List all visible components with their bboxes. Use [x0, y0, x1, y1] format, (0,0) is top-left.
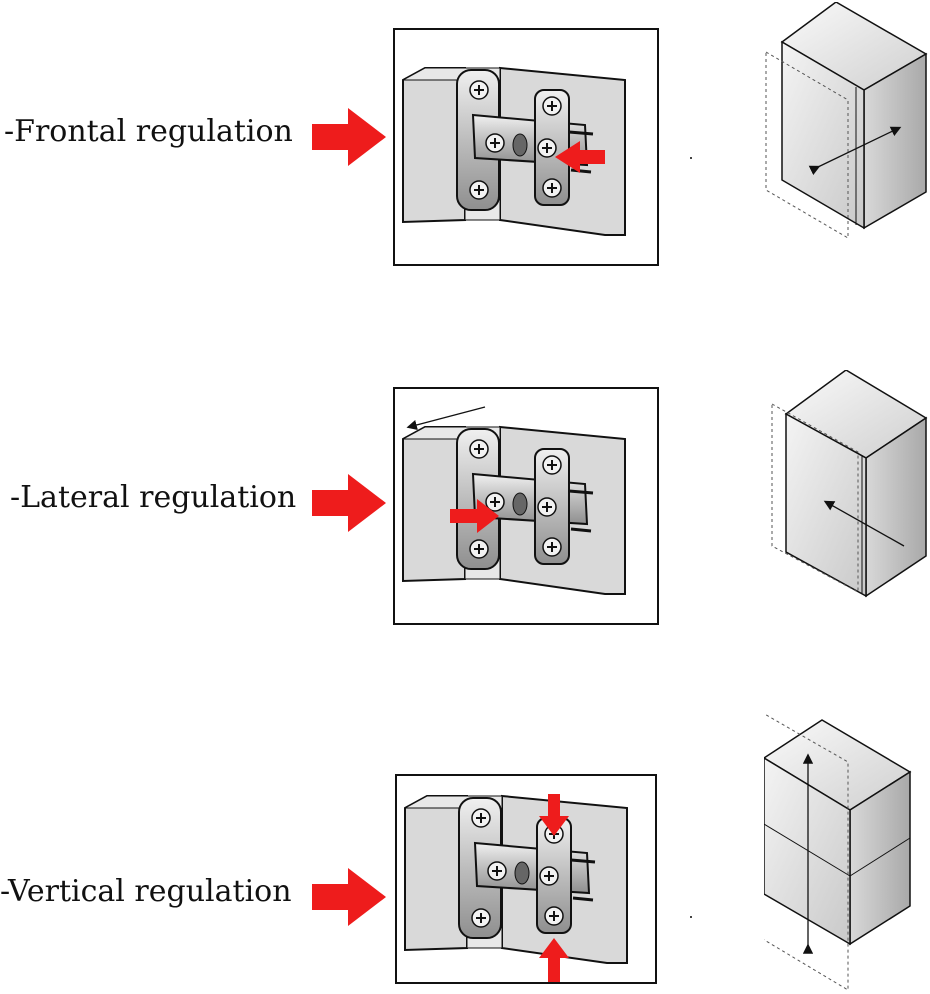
vertical-cabinet-diagram: [764, 710, 914, 992]
red-arrow-icon: [450, 499, 499, 533]
red-arrow-icon: [539, 794, 569, 836]
red-arrow-icon: [312, 868, 386, 926]
vertical-regulation-label: -Vertical regulation: [0, 874, 292, 909]
lateral-regulation-label: -Lateral regulation: [10, 480, 297, 515]
dot-mark: [690, 916, 692, 918]
vertical-hinge-diagram: [395, 774, 657, 984]
lateral-hinge-diagram: [393, 387, 659, 625]
frontal-regulation-label: -Frontal regulation: [4, 114, 293, 149]
red-arrow-icon: [312, 474, 386, 532]
frontal-cabinet-diagram: [756, 2, 928, 240]
frontal-hinge-diagram: [393, 28, 659, 266]
dot-mark: [690, 157, 692, 159]
red-arrow-icon: [312, 108, 386, 166]
red-arrow-icon: [555, 141, 605, 173]
lateral-cabinet-diagram: [766, 370, 928, 600]
red-arrow-icon: [539, 938, 569, 982]
